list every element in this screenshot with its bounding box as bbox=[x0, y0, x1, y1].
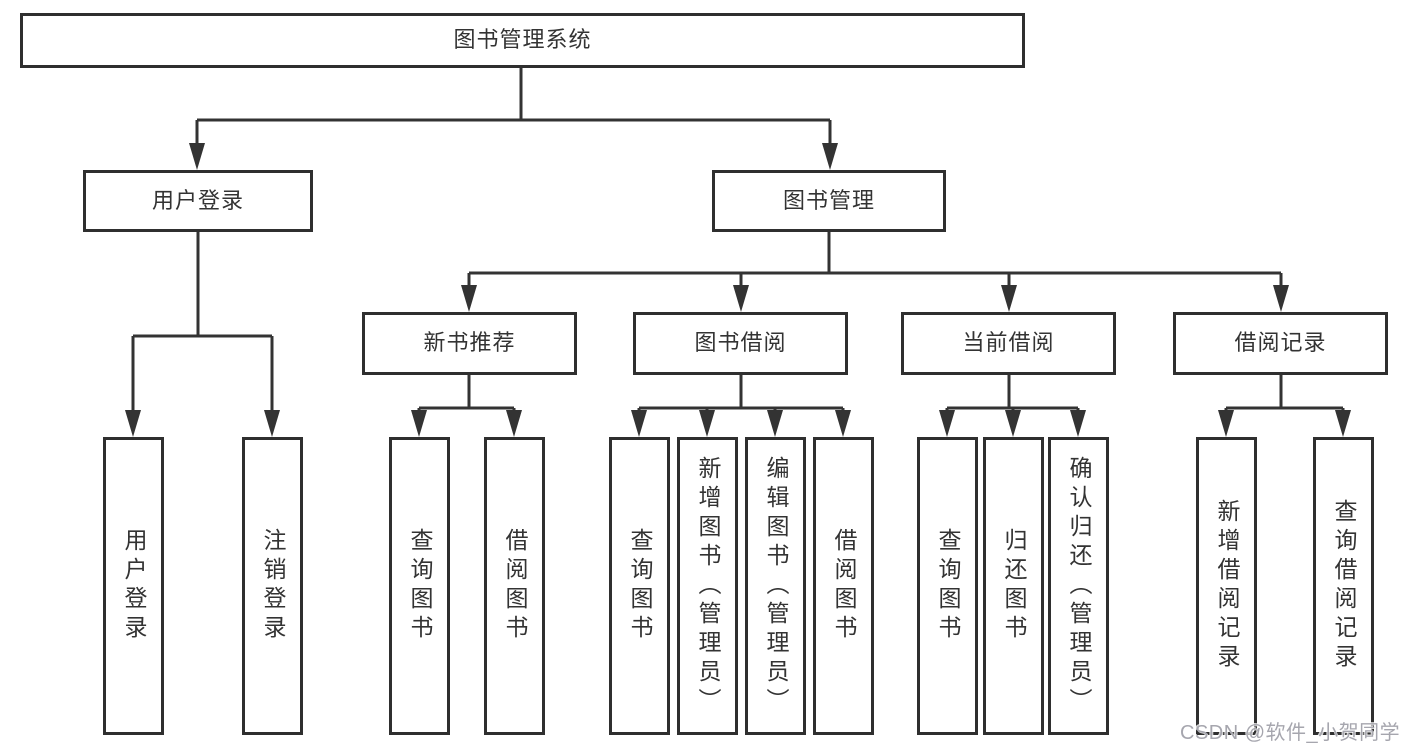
node-user-login: 用户登录 bbox=[83, 170, 313, 232]
leaf-edit-books-admin: 编辑图书（管理员） bbox=[745, 437, 806, 735]
leaf-borrow-books: 借阅图书 bbox=[813, 437, 874, 735]
node-root-system: 图书管理系统 bbox=[20, 13, 1025, 68]
csdn-watermark: CSDN @软件_小贺同学 bbox=[1180, 722, 1401, 744]
node-current-borrowing: 当前借阅 bbox=[901, 312, 1116, 375]
leaf-query-books-recommend: 查询图书 bbox=[389, 437, 450, 735]
node-book-borrowing: 图书借阅 bbox=[633, 312, 848, 375]
node-borrow-records: 借阅记录 bbox=[1173, 312, 1388, 375]
leaf-return-books: 归还图书 bbox=[983, 437, 1044, 735]
leaf-borrow-books-recommend: 借阅图书 bbox=[484, 437, 545, 735]
arrowheads bbox=[125, 143, 1351, 437]
leaf-query-borrow-record: 查询借阅记录 bbox=[1313, 437, 1374, 735]
leaf-logout-login: 注销登录 bbox=[242, 437, 303, 735]
tree-branch-lines bbox=[131, 68, 1345, 412]
node-book-management: 图书管理 bbox=[712, 170, 946, 232]
node-new-book-recommend: 新书推荐 bbox=[362, 312, 577, 375]
leaf-query-books-borrowing: 查询图书 bbox=[609, 437, 670, 735]
leaf-query-books-current: 查询图书 bbox=[917, 437, 978, 735]
leaf-add-books-admin: 新增图书（管理员） bbox=[677, 437, 738, 735]
leaf-add-borrow-record: 新增借阅记录 bbox=[1196, 437, 1257, 735]
leaf-confirm-return-admin: 确认归还（管理员） bbox=[1048, 437, 1109, 735]
leaf-user-login: 用户登录 bbox=[103, 437, 164, 735]
